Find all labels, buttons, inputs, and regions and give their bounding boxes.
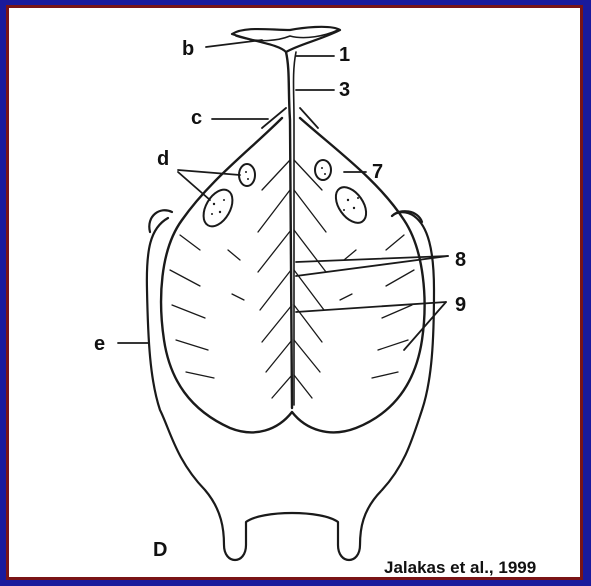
label-9: 9 bbox=[455, 294, 466, 316]
label-c: c bbox=[191, 107, 202, 129]
right-branches bbox=[294, 160, 414, 398]
nodule-small-right bbox=[315, 160, 331, 180]
panel-letter: D bbox=[153, 539, 167, 561]
citation: Jalakas et al., 1999 bbox=[384, 558, 536, 577]
label-8: 8 bbox=[455, 249, 466, 271]
label-3: 3 bbox=[339, 79, 350, 101]
label-b: b bbox=[182, 38, 194, 60]
leader-lines bbox=[118, 40, 448, 350]
nodule-large-right bbox=[330, 182, 373, 229]
central-duct-inner bbox=[294, 52, 297, 405]
funnel-lip bbox=[236, 30, 338, 41]
label-7: 7 bbox=[372, 161, 383, 183]
label-d: d bbox=[157, 148, 169, 170]
label-1: 1 bbox=[339, 44, 350, 66]
label-e: e bbox=[94, 333, 105, 355]
nodule-small-left bbox=[239, 164, 255, 186]
left-wall-curl bbox=[149, 210, 172, 232]
